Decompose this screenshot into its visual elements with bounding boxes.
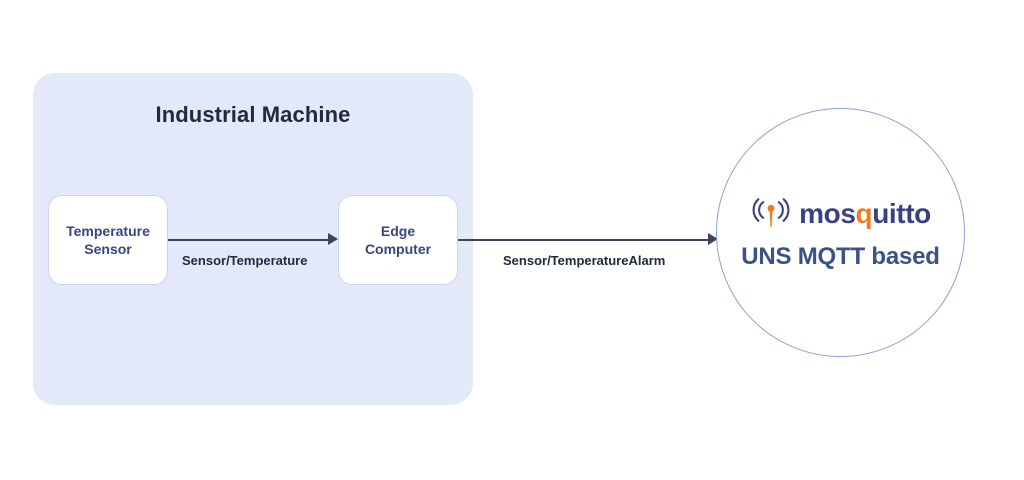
node-temperature-sensor-label: Temperature Sensor xyxy=(62,222,154,259)
mqtt-broker-tagline: UNS MQTT based xyxy=(741,242,940,270)
mqtt-broadcast-icon xyxy=(750,195,792,234)
connector-sensor-to-edge xyxy=(168,230,340,250)
industrial-machine-title: Industrial Machine xyxy=(155,102,351,127)
connector-sensor-to-edge-label: Sensor/Temperature xyxy=(182,253,308,268)
connector-sensor-to-edge-line xyxy=(168,239,330,241)
mosquitto-wordmark-q-magnifier-icon: q xyxy=(855,198,873,229)
node-temperature-sensor-label-line2: Sensor xyxy=(84,241,132,257)
node-edge-computer-label: Edge Computer xyxy=(361,222,435,259)
connector-edge-to-broker-label: Sensor/TemperatureAlarm xyxy=(503,253,666,268)
node-edge-computer-label-line2: Computer xyxy=(364,241,432,257)
node-edge-computer-label-line1: Edge xyxy=(380,222,416,239)
arrowhead-icon xyxy=(708,233,718,245)
mosquitto-wordmark-suffix: uitto xyxy=(872,198,931,229)
node-edge-computer[interactable]: Edge Computer xyxy=(338,195,458,285)
arrowhead-icon xyxy=(328,233,338,245)
node-temperature-sensor-label-line1: Temperature xyxy=(66,222,150,239)
connector-edge-to-broker-line xyxy=(458,239,710,241)
connector-edge-to-broker xyxy=(458,230,720,250)
mosquitto-wordmark-prefix: mos xyxy=(799,198,856,229)
node-temperature-sensor[interactable]: Temperature Sensor xyxy=(48,195,168,285)
